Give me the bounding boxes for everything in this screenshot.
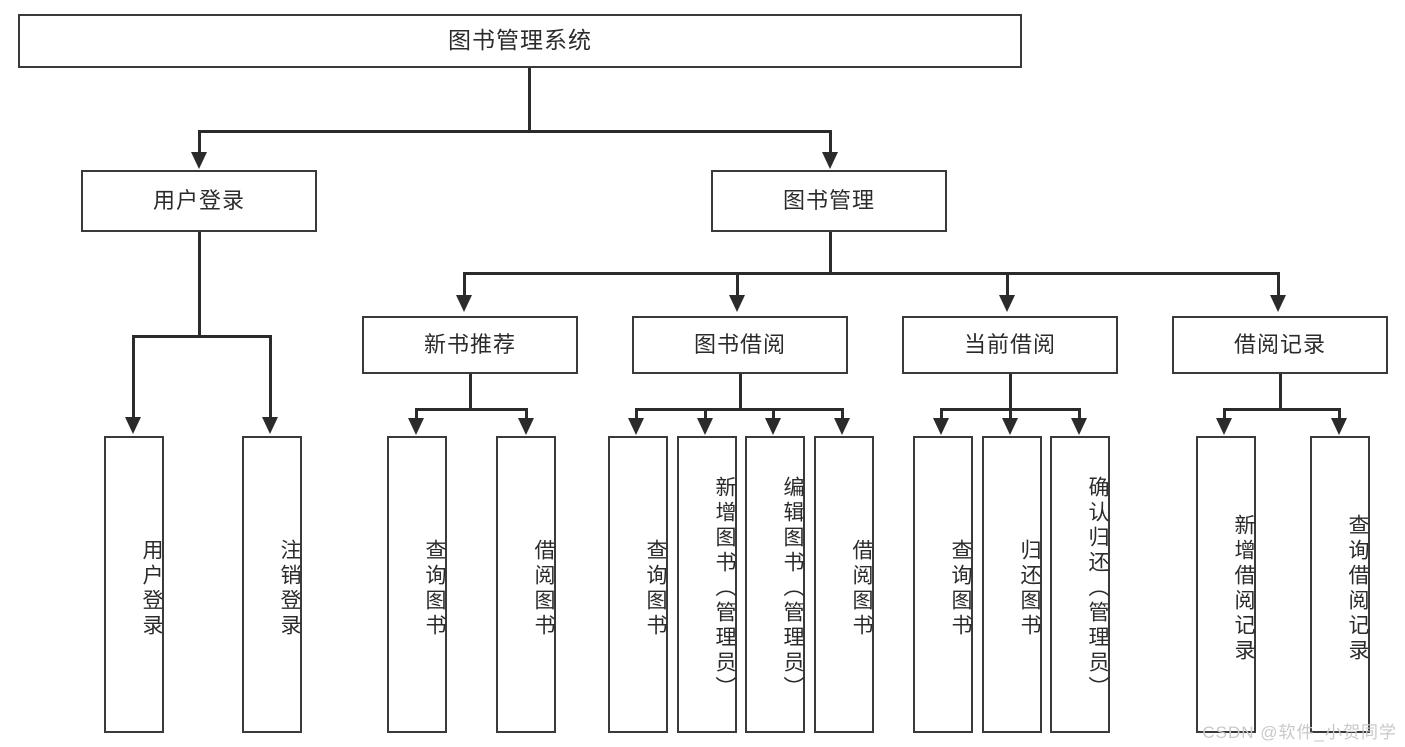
node-user-login[interactable]: 用户登录: [81, 170, 317, 232]
node-label: 归还图书: [1018, 538, 1041, 639]
connector-bm-to-borrow-record: [1277, 272, 1280, 297]
connector-cb-to-leaf-2: [1009, 408, 1012, 420]
connector-br-to-leaf-1: [1223, 408, 1226, 420]
connector-cb-to-leaf-3: [1078, 408, 1081, 420]
connector-bb-to-leaf-4: [841, 408, 844, 420]
node-current-borrow[interactable]: 当前借阅: [902, 316, 1118, 374]
connector-nbr-to-leaf-1: [415, 408, 418, 420]
connector-cb-trunk: [1009, 374, 1012, 408]
arrow-bb-to-leaf-1: [628, 418, 644, 435]
arrow-bm-to-borrow-record: [1270, 295, 1286, 312]
connector-bm-to-new-book: [463, 272, 466, 297]
node-label: 借阅图书: [532, 538, 555, 639]
arrow-br-to-leaf-1: [1216, 418, 1232, 435]
connector-bb-to-leaf-3: [772, 408, 775, 420]
connector-br-to-leaf-2: [1338, 408, 1341, 420]
arrow-bb-to-leaf-3: [765, 418, 781, 435]
connector-bb-bus: [635, 408, 844, 411]
connector-root-to-user-login: [198, 130, 201, 154]
connector-user-login-to-leaf-1: [132, 335, 135, 419]
node-new-book-recommend[interactable]: 新书推荐: [362, 316, 578, 374]
connector-bb-to-leaf-1: [635, 408, 638, 420]
leaf-new-book-borrow-book[interactable]: 借阅图书: [496, 436, 556, 733]
node-label: 查询图书: [949, 538, 972, 639]
connector-nbr-to-leaf-2: [525, 408, 528, 420]
node-label: 图书管理系统: [448, 27, 592, 54]
node-label: 当前借阅: [963, 331, 1056, 357]
arrow-cb-to-leaf-1: [933, 418, 949, 435]
node-label: 新增借阅记录: [1232, 513, 1255, 664]
node-book-management[interactable]: 图书管理: [711, 170, 947, 232]
connector-nbr-trunk: [469, 374, 472, 408]
leaf-current-borrow-return-book[interactable]: 归还图书: [982, 436, 1042, 733]
leaf-borrow-record-query-record[interactable]: 查询借阅记录: [1310, 436, 1370, 733]
connector-user-login-trunk: [198, 232, 201, 335]
connector-bb-to-leaf-2: [704, 408, 707, 420]
arrow-nbr-to-leaf-2: [518, 418, 534, 435]
leaf-book-borrow-borrow-book[interactable]: 借阅图书: [814, 436, 874, 733]
node-label: 用户登录: [140, 538, 163, 639]
arrow-user-login-to-leaf-1: [125, 417, 141, 434]
leaf-current-borrow-confirm-return-admin[interactable]: 确认归还（管理员）: [1050, 436, 1110, 733]
leaf-book-borrow-query-book[interactable]: 查询图书: [608, 436, 668, 733]
arrow-root-to-book-management: [822, 152, 838, 169]
connector-bm-to-current-borrow: [1006, 272, 1009, 297]
arrow-bm-to-new-book: [456, 295, 472, 312]
connector-book-management-bus: [463, 272, 1280, 275]
node-label: 新书推荐: [423, 331, 516, 357]
arrow-cb-to-leaf-2: [1002, 418, 1018, 435]
arrow-bb-to-leaf-2: [697, 418, 713, 435]
node-label: 新增图书（管理员）: [713, 476, 736, 701]
arrow-bm-to-book-borrow: [729, 295, 745, 312]
node-label: 查询图书: [644, 538, 667, 639]
node-label: 图书管理: [782, 187, 875, 213]
node-label: 编辑图书（管理员）: [781, 476, 804, 701]
arrow-user-login-to-leaf-2: [262, 417, 278, 434]
node-root-book-management-system[interactable]: 图书管理系统: [18, 14, 1022, 68]
connector-user-login-bus: [132, 335, 269, 338]
arrow-root-to-user-login: [191, 152, 207, 169]
arrow-nbr-to-leaf-1: [408, 418, 424, 435]
leaf-book-borrow-edit-book-admin[interactable]: 编辑图书（管理员）: [745, 436, 805, 733]
arrow-bb-to-leaf-4: [834, 418, 850, 435]
arrow-cb-to-leaf-3: [1071, 418, 1087, 435]
connector-bm-to-book-borrow: [736, 272, 739, 297]
connector-user-login-to-leaf-2: [269, 335, 272, 419]
node-borrow-record[interactable]: 借阅记录: [1172, 316, 1388, 374]
node-label: 用户登录: [152, 187, 245, 213]
node-label: 注销登录: [278, 538, 301, 639]
connector-root-bus: [198, 130, 831, 133]
leaf-book-borrow-add-book-admin[interactable]: 新增图书（管理员）: [677, 436, 737, 733]
connector-br-bus: [1223, 408, 1341, 411]
node-label: 借阅图书: [850, 538, 873, 639]
connector-book-management-trunk: [829, 232, 832, 272]
leaf-borrow-record-add-record[interactable]: 新增借阅记录: [1196, 436, 1256, 733]
node-book-borrow[interactable]: 图书借阅: [632, 316, 848, 374]
connector-root-trunk: [528, 68, 531, 130]
node-label: 图书借阅: [693, 331, 786, 357]
connector-br-trunk: [1279, 374, 1282, 408]
node-label: 确认归还（管理员）: [1086, 476, 1109, 701]
connector-root-to-book-management: [829, 130, 832, 154]
node-label: 查询借阅记录: [1346, 513, 1369, 664]
connector-nbr-bus: [415, 408, 528, 411]
leaf-user-login-login[interactable]: 用户登录: [104, 436, 164, 733]
arrow-br-to-leaf-2: [1331, 418, 1347, 435]
arrow-bm-to-current-borrow: [999, 295, 1015, 312]
leaf-user-login-logout[interactable]: 注销登录: [242, 436, 302, 733]
node-label: 查询图书: [423, 538, 446, 639]
node-label: 借阅记录: [1233, 331, 1326, 357]
leaf-new-book-query-book[interactable]: 查询图书: [387, 436, 447, 733]
connector-cb-to-leaf-1: [940, 408, 943, 420]
connector-bb-trunk: [739, 374, 742, 408]
leaf-current-borrow-query-book[interactable]: 查询图书: [913, 436, 973, 733]
